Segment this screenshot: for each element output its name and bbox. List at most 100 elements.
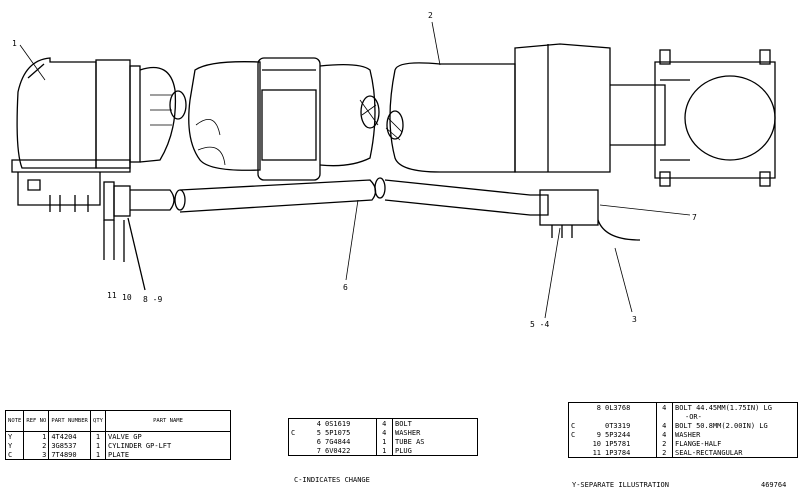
parts-diagram: 1 2 3 5 -4 6 7 8 -9 10 11 bbox=[11, 11, 776, 329]
callout-3: 3 bbox=[632, 315, 637, 324]
ref-no: 11 bbox=[592, 448, 601, 457]
callout-8-9: 8 -9 bbox=[143, 295, 162, 304]
qty: 2 bbox=[655, 439, 673, 448]
note: C bbox=[291, 428, 296, 437]
part-name: BOLT 44.45MM(1.75IN) LG bbox=[672, 402, 798, 412]
callout-10: 10 bbox=[122, 293, 132, 302]
qty: 1 bbox=[375, 446, 393, 456]
part-number: 0S1619 bbox=[325, 419, 351, 428]
callout-2: 2 bbox=[428, 11, 433, 20]
part-number: 7T4890 bbox=[48, 450, 91, 460]
qty: 2 bbox=[655, 448, 673, 458]
table-row: 7 6V0422 1 PLUG bbox=[289, 446, 478, 456]
part-number: 3G8537 bbox=[48, 441, 91, 450]
note bbox=[569, 439, 586, 448]
legend-change-note: C-INDICATES CHANGE bbox=[294, 476, 370, 484]
table-row: 6 7G4844 1 TUBE AS bbox=[289, 437, 478, 446]
part-number: 6V0422 bbox=[325, 446, 351, 455]
note bbox=[569, 448, 586, 458]
qty: 4 bbox=[655, 430, 673, 439]
parts-table-3: 8 0L3768 4 BOLT 44.45MM(1.75IN) LG -OR- … bbox=[568, 402, 798, 458]
qty: 1 bbox=[89, 431, 107, 441]
legend-separate-note: Y-SEPARATE ILLUSTRATION bbox=[572, 481, 669, 489]
table-row: Y 2 3G8537 1 CYLINDER GP-LFT bbox=[4, 441, 231, 450]
qty: 1 bbox=[89, 441, 107, 450]
note bbox=[289, 446, 308, 456]
callout-11: 11 bbox=[107, 291, 117, 300]
callout-1: 1 bbox=[12, 39, 17, 48]
part-name: FLANGE-HALF bbox=[672, 439, 798, 448]
part-name: VALVE GP bbox=[105, 431, 231, 441]
col-part-number: PART NUMBER bbox=[48, 410, 91, 432]
part-name: -OR- bbox=[672, 412, 798, 421]
ref-no: 2 bbox=[23, 441, 50, 450]
part-name: WASHER bbox=[392, 428, 478, 437]
table-row: 10 1P5781 2 FLANGE-HALF bbox=[569, 439, 798, 448]
note: Y bbox=[4, 431, 25, 441]
part-name: BOLT 50.8MM(2.00IN) LG bbox=[672, 421, 798, 430]
ref-no: 7 bbox=[316, 446, 321, 455]
flange-detail-drawing bbox=[103, 181, 146, 291]
col-ref-no: REF NO bbox=[23, 410, 50, 432]
ref-no: 8 bbox=[596, 403, 601, 412]
part-name: TUBE AS bbox=[392, 437, 478, 446]
note bbox=[289, 419, 308, 429]
ref-no: 10 bbox=[592, 439, 601, 448]
ref-no bbox=[585, 421, 603, 430]
callout-7: 7 bbox=[692, 213, 697, 222]
qty: 4 bbox=[375, 418, 393, 428]
note: C bbox=[571, 421, 576, 430]
cylinder-group-drawing bbox=[139, 43, 776, 187]
part-number: 5P3244 bbox=[605, 430, 631, 439]
table-row: C 9 5P3244 4 WASHER bbox=[569, 430, 798, 439]
part-number: 5P1075 bbox=[325, 428, 351, 437]
col-note: NOTE bbox=[4, 410, 25, 432]
ref-no: 3 bbox=[23, 450, 50, 460]
note: C bbox=[571, 430, 576, 439]
ref-no: 4 bbox=[316, 419, 321, 428]
note: Y bbox=[4, 441, 25, 450]
note: C bbox=[4, 450, 25, 460]
note bbox=[569, 412, 586, 421]
table-row: 8 0L3768 4 BOLT 44.45MM(1.75IN) LG bbox=[569, 402, 798, 413]
table-row: 11 1P3784 2 SEAL-RECTANGULAR bbox=[569, 448, 798, 458]
part-name: BOLT bbox=[392, 418, 478, 428]
ref-no: 6 bbox=[316, 437, 321, 446]
table-row: -OR- bbox=[569, 412, 798, 421]
parts-table-1: NOTE REF NO PART NUMBER QTY PART NAME Y … bbox=[4, 410, 231, 460]
part-number: 0L3768 bbox=[605, 403, 631, 412]
qty: 4 bbox=[375, 428, 393, 437]
table-row: C 5 5P1075 4 WASHER bbox=[289, 428, 478, 437]
part-number: 4T4204 bbox=[48, 431, 91, 441]
valve-group-drawing bbox=[11, 57, 141, 212]
table-row: C 0T3319 4 BOLT 50.8MM(2.00IN) LG bbox=[569, 421, 798, 430]
part-name: PLUG bbox=[392, 446, 478, 456]
note bbox=[569, 403, 586, 413]
ref-no: 5 bbox=[316, 428, 321, 437]
part-name: WASHER bbox=[672, 430, 798, 439]
callout-5-4: 5 -4 bbox=[530, 320, 549, 329]
ref-no: 9 bbox=[596, 430, 601, 439]
part-number: 0T3319 bbox=[605, 421, 631, 430]
part-number: 1P3784 bbox=[605, 448, 631, 457]
part-number: 7G4844 bbox=[325, 437, 351, 446]
note bbox=[289, 437, 308, 446]
table-row: C 3 7T4890 1 PLATE bbox=[4, 450, 231, 460]
part-name: SEAL-RECTANGULAR bbox=[672, 448, 798, 458]
table-row: Y 1 4T4204 1 VALVE GP bbox=[4, 431, 231, 441]
qty: 4 bbox=[655, 402, 673, 412]
qty: 4 bbox=[655, 421, 673, 430]
ref-no: 1 bbox=[23, 431, 50, 441]
col-qty: QTY bbox=[89, 410, 107, 432]
qty: 1 bbox=[89, 450, 107, 460]
figure-number: 469764 bbox=[761, 481, 787, 489]
part-name: CYLINDER GP-LFT bbox=[105, 441, 231, 450]
qty: 1 bbox=[375, 437, 393, 446]
ref-no bbox=[585, 412, 603, 421]
part-name: PLATE bbox=[105, 450, 231, 460]
table-row: 4 0S1619 4 BOLT bbox=[289, 418, 478, 429]
part-number: 1P5781 bbox=[605, 439, 631, 448]
parts-table-2: 4 0S1619 4 BOLT C 5 5P1075 4 WASHER 6 7G… bbox=[288, 418, 478, 456]
tube-assembly-drawing bbox=[130, 177, 641, 241]
leader-lines bbox=[19, 21, 691, 319]
